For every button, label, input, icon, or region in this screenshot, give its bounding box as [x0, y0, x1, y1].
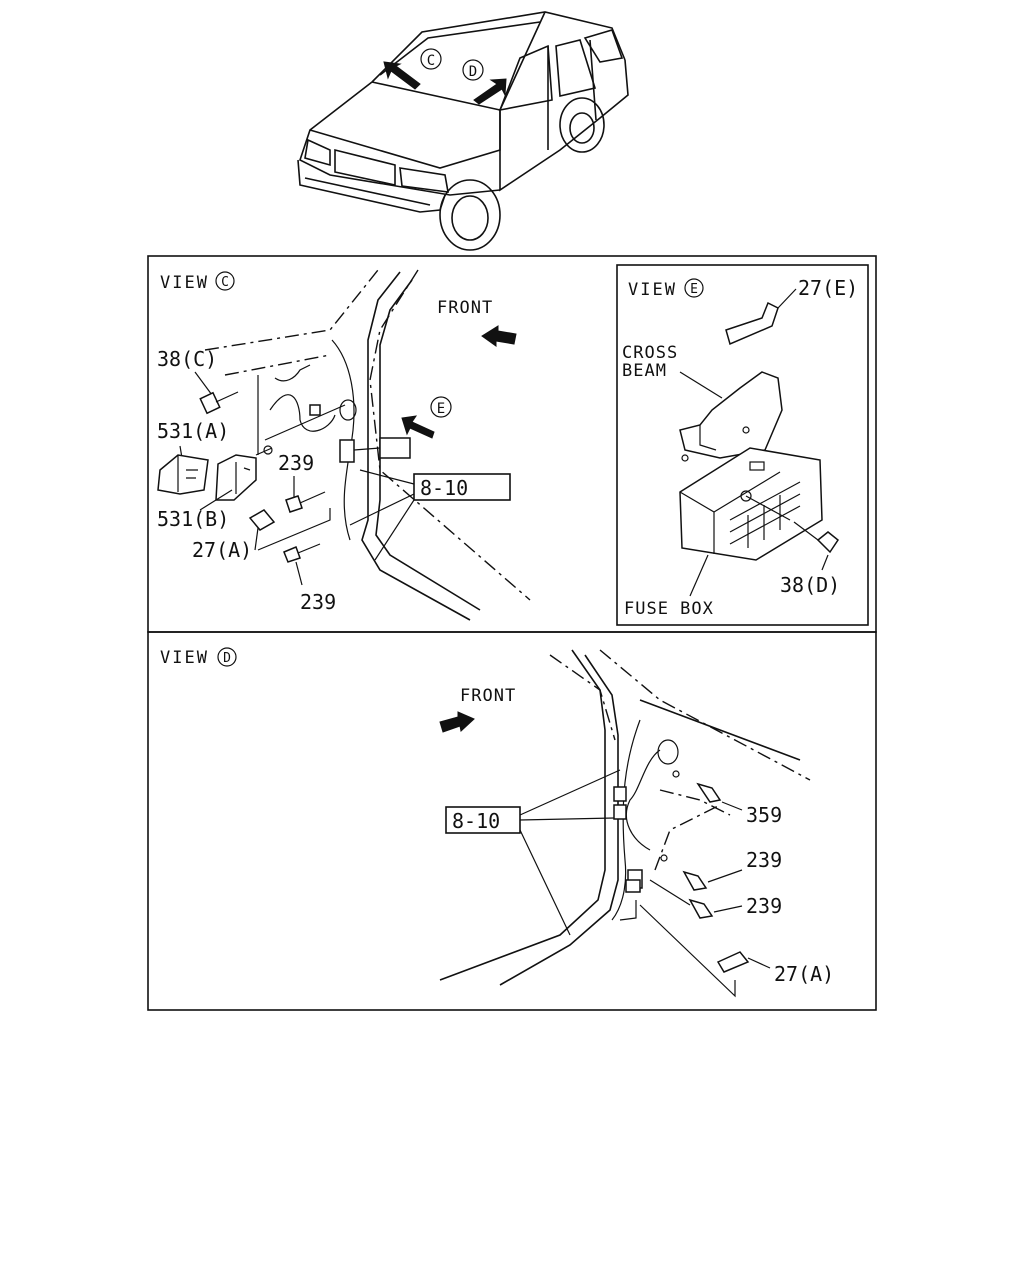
view-e-letter: E	[690, 282, 698, 297]
view-d-letter: D	[223, 651, 231, 666]
part-239-bottom-label: 239	[300, 590, 336, 614]
view-d-frame	[147, 631, 877, 1011]
sleeve-27a	[248, 509, 276, 531]
relay-531a	[157, 454, 209, 495]
harness-8-10-label: 8-10	[420, 476, 468, 500]
sleeve-27a-d	[716, 951, 750, 973]
part-27e-label: 27(E)	[798, 276, 858, 300]
cross-beam-label-2: BEAM	[622, 361, 667, 381]
view-c: VIEW C FRONT E 38(C) 531(A)	[157, 269, 531, 621]
part-38c-label: 38(C)	[157, 347, 217, 371]
part-239-b-label: 239	[746, 894, 782, 918]
view-c-e-callout: E	[437, 401, 445, 417]
view-c-front-arrow	[481, 325, 517, 347]
bolt-38c	[199, 391, 221, 415]
harness-8-10-box	[413, 473, 511, 501]
fuse-box-label: FUSE BOX	[624, 599, 714, 619]
part-359-label: 359	[746, 803, 782, 827]
view-c-title: VIEW	[160, 273, 209, 293]
callout-c: C	[427, 53, 435, 69]
view-e-title: VIEW	[628, 280, 677, 300]
cross-beam	[679, 371, 783, 459]
bolt-239-b	[688, 898, 714, 919]
part-531a-label: 531(A)	[157, 419, 229, 443]
part-239-top-label: 239	[278, 451, 314, 475]
fuse-box	[679, 447, 823, 561]
part-239-a-label: 239	[746, 848, 782, 872]
bolt-359	[696, 782, 722, 803]
view-d-front-arrow	[439, 711, 475, 733]
view-c-letter: C	[221, 275, 229, 290]
view-e: VIEW E 27(E) CROSS BEAM 38(D) FUSE BOX	[622, 276, 858, 619]
view-d-title: VIEW	[160, 648, 209, 668]
part-38d-label: 38(D)	[780, 573, 840, 597]
callout-d: D	[469, 64, 477, 80]
bolt-239-a	[682, 870, 708, 891]
cross-beam-label-1: CROSS	[622, 343, 678, 363]
part-531b-label: 531(B)	[157, 507, 229, 531]
view-e-frame	[616, 264, 869, 626]
harness-8-10-label-d: 8-10	[452, 809, 500, 833]
view-d: VIEW D FRONT 8-10 359	[160, 647, 834, 998]
bolt-239-bottom	[283, 546, 301, 563]
view-d-front-label: FRONT	[460, 686, 516, 706]
view-c-front-label: FRONT	[437, 298, 493, 318]
screw-38d	[816, 531, 840, 554]
part-27a-label: 27(A)	[192, 538, 252, 562]
vehicle-illustration: C D	[297, 11, 629, 251]
bolt-239-top	[285, 495, 303, 513]
clip-27e	[725, 301, 779, 346]
part-27a-label-d: 27(A)	[774, 962, 834, 986]
